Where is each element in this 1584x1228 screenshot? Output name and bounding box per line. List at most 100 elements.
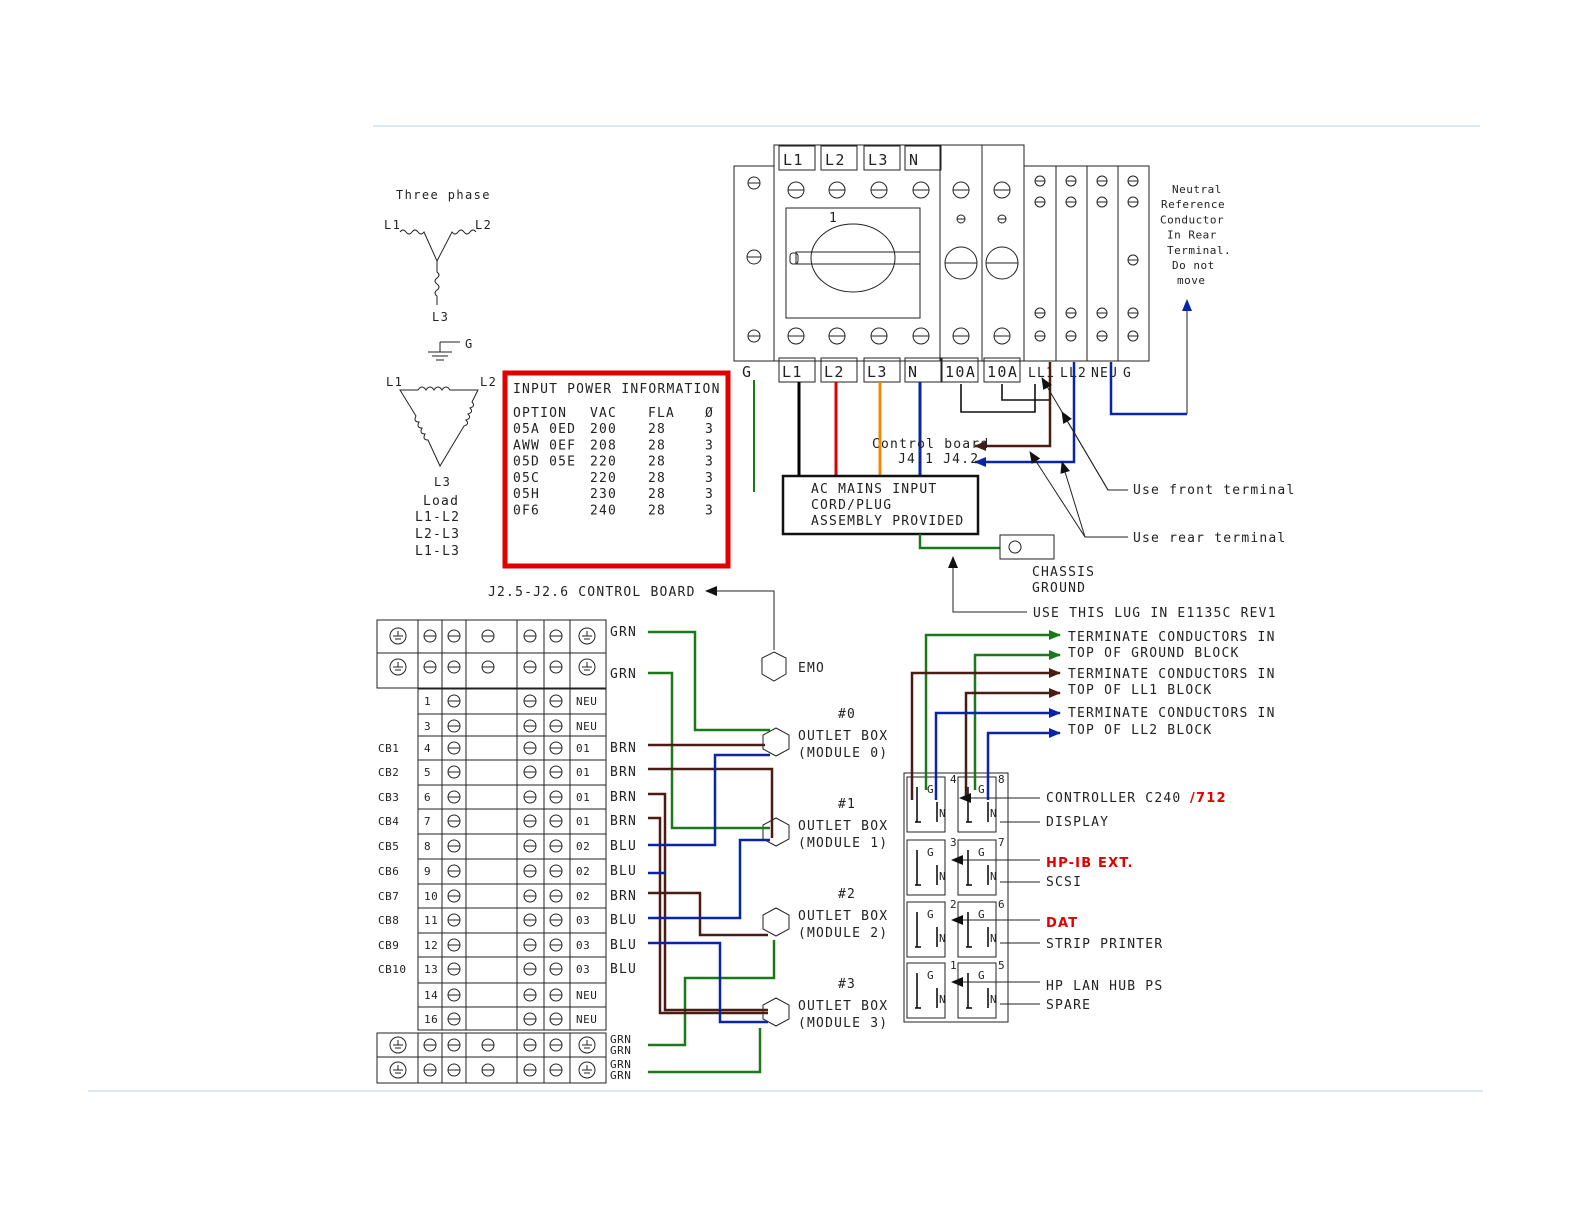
- device-hp-lan-hub: HP LAN HUB PS: [1046, 979, 1163, 994]
- screw-terminal-icon: [1096, 307, 1108, 319]
- receptacle: GN1: [906, 959, 957, 1019]
- screw-terminal-icon: [549, 889, 563, 903]
- screw-terminal-icon: [447, 913, 461, 927]
- screw-terminal-icon: [523, 790, 537, 804]
- screw-terminal-icon: [447, 962, 461, 976]
- g-rail-label: G: [742, 363, 752, 381]
- terminal-number: 5: [424, 766, 431, 779]
- bottom-wire-label: GRN: [610, 1044, 631, 1057]
- screw-terminal-icon: [523, 839, 537, 853]
- screw-terminal-icon: [1127, 175, 1139, 187]
- vac-value: 230: [590, 487, 617, 502]
- terminate-note-2-line1: TERMINATE CONDUCTORS IN: [1068, 667, 1276, 682]
- terminal-code: 03: [576, 963, 590, 976]
- load-title: Load: [423, 494, 459, 509]
- header-vac: VAC: [590, 406, 617, 421]
- screw-terminal-icon: [447, 765, 461, 779]
- screw-terminal-icon: [549, 660, 563, 674]
- screw-terminal-icon: [423, 660, 437, 674]
- vac-value: 220: [590, 471, 617, 486]
- outlet-box-number: #0: [838, 707, 856, 722]
- bottom-terminal-box: [778, 357, 816, 383]
- fla-value: 28: [648, 438, 666, 453]
- screw-terminal-icon: [787, 181, 805, 199]
- wire-color-label: BRN: [610, 814, 637, 829]
- screw-terminal-icon: [549, 790, 563, 804]
- top-terminal-label: L3: [868, 151, 889, 169]
- outlet-box-line1: OUTLET BOX: [798, 909, 888, 924]
- screw-terminal-icon: [423, 1063, 437, 1077]
- receptacle-number: 2: [950, 898, 957, 911]
- wire-color-label: BRN: [610, 741, 637, 756]
- screw-terminal-icon: [828, 181, 846, 199]
- fla-value: 28: [648, 471, 666, 486]
- outlet-box-number: #3: [838, 977, 856, 992]
- terminal-number: 13: [424, 963, 438, 976]
- screw-terminal-icon: [549, 741, 563, 755]
- screw-terminal-icon: [481, 629, 495, 643]
- ground-terminal-icon: [578, 1061, 596, 1079]
- screw-terminal-icon: [447, 988, 461, 1002]
- terminal-number: 14: [424, 989, 438, 1002]
- receptacle-number: 1: [950, 959, 957, 972]
- terminate-note-3-line2: TOP OF LL2 BLOCK: [1068, 723, 1212, 738]
- terminal-number: 7: [424, 815, 431, 828]
- vac-value: 220: [590, 455, 617, 470]
- screw-terminal-icon: [523, 1012, 537, 1026]
- ground-label: G: [465, 337, 474, 351]
- outlet-box-line1: OUTLET BOX: [798, 819, 888, 834]
- terminal-code: 02: [576, 890, 590, 903]
- front-terminal-leader: [1041, 377, 1128, 491]
- screw-terminal-icon: [447, 1012, 461, 1026]
- screw-terminal-icon: [549, 1038, 563, 1052]
- ground-pin-label: G: [978, 846, 985, 859]
- vac-value: 208: [590, 438, 617, 453]
- wire-color-label: BRN: [610, 790, 637, 805]
- top-wire-label-2: GRN: [610, 667, 637, 682]
- screw-terminal-icon: [549, 864, 563, 878]
- outlet-box-line1: OUTLET BOX: [798, 729, 888, 744]
- screw-terminal-icon: [1127, 196, 1139, 208]
- wye-coil-l1: [399, 229, 438, 262]
- ground-pin-label: G: [927, 846, 934, 859]
- screw-terminal-icon: [523, 889, 537, 903]
- outlet-box-line2: (MODULE 3): [798, 1016, 888, 1031]
- circuit-breaker-label: CB3: [378, 791, 399, 804]
- neutral-note-line: move: [1177, 274, 1206, 287]
- screw-terminal-icon: [993, 181, 1011, 199]
- ground-pin-label: G: [927, 908, 934, 921]
- screw-terminal-icon: [870, 181, 888, 199]
- terminal-number: 6: [424, 791, 431, 804]
- neutral-note-line: Conductor: [1160, 213, 1224, 226]
- screw-terminal-icon: [747, 329, 761, 343]
- screw-terminal-icon: [1034, 330, 1046, 342]
- fla-value: 28: [648, 504, 666, 519]
- receptacle: GN6: [957, 898, 1005, 958]
- wire-color-label: BLU: [610, 962, 637, 977]
- ground-terminal-icon: [578, 627, 596, 645]
- load-line-2: L2-L3: [415, 527, 460, 542]
- emo-leader: [705, 586, 775, 650]
- vac-value: 200: [590, 422, 617, 437]
- top-terminal-label: L1: [783, 151, 804, 169]
- terminal-number: 16: [424, 1013, 438, 1026]
- screw-terminal-icon: [447, 1038, 461, 1052]
- phase-value: 3: [705, 422, 714, 437]
- screw-terminal-icon: [912, 327, 930, 345]
- screw-terminal-icon: [993, 327, 1011, 345]
- screw-terminal-icon: [523, 988, 537, 1002]
